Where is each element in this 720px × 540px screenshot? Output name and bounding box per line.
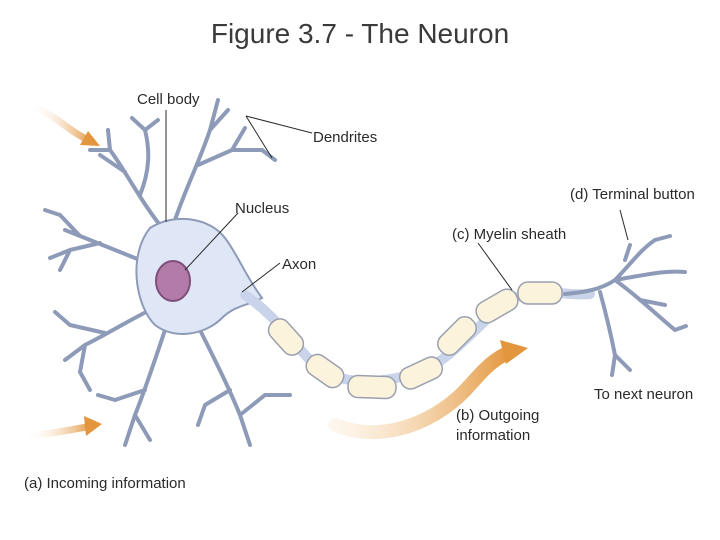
label-dendrites: Dendrites [313, 129, 378, 146]
dendrites [43, 98, 292, 447]
label-terminal-button: (d) Terminal button [570, 186, 695, 203]
label-outgoing-line2: information [456, 427, 531, 444]
incoming-arrow-top [26, 104, 100, 146]
incoming-arrow-bottom [21, 416, 102, 440]
label-to-next-neuron: To next neuron [594, 386, 694, 403]
figure-title: Figure 3.7 - The Neuron [210, 18, 510, 49]
label-incoming-information: (a) Incoming information [24, 475, 186, 492]
nucleus [155, 260, 191, 302]
outgoing-arrow [328, 340, 528, 440]
terminal-branches [563, 234, 688, 377]
cell-body [135, 217, 264, 335]
label-nucleus: Nucleus [235, 200, 290, 217]
label-leader-lines [165, 110, 629, 293]
myelin-sheath-segments [267, 281, 563, 400]
label-cell-body: Cell body [137, 91, 200, 108]
label-myelin-sheath: (c) Myelin sheath [452, 226, 567, 243]
label-axon: Axon [282, 256, 317, 273]
label-outgoing-line1: (b) Outgoing [456, 407, 540, 424]
